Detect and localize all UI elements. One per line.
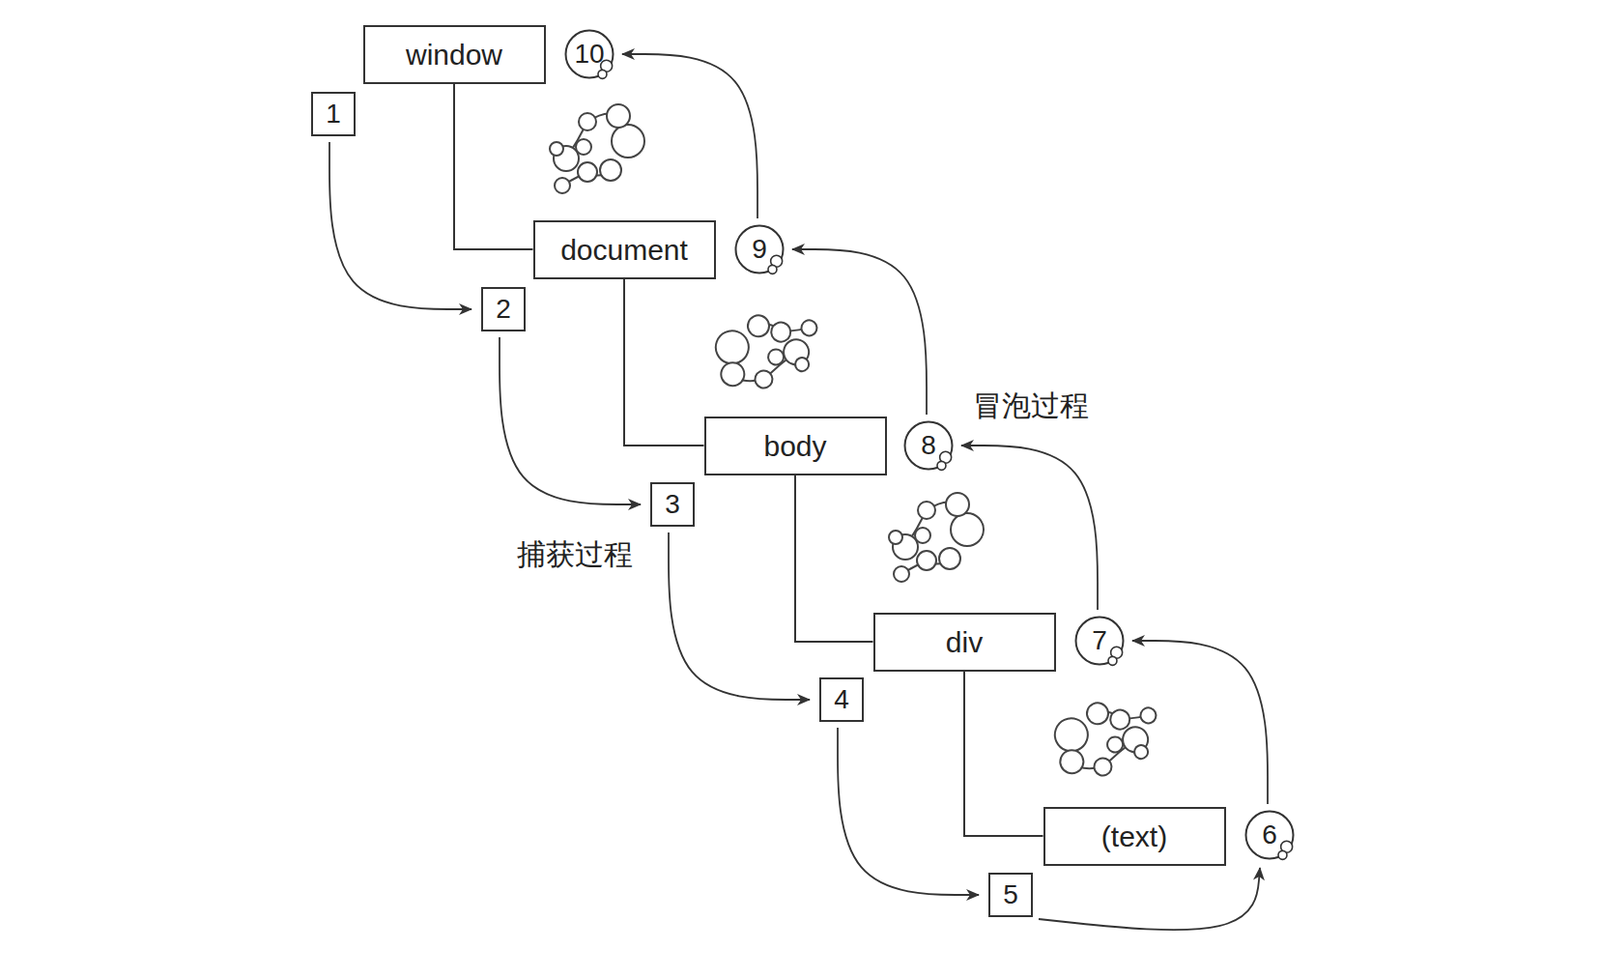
circle-border: [1076, 617, 1124, 665]
bubble-step-number: 6: [1244, 809, 1295, 860]
flow-arrow: [499, 337, 641, 505]
capture-step-number: 1: [311, 91, 356, 137]
step-number: 7: [1091, 626, 1108, 657]
capture-step-number: 3: [650, 482, 695, 527]
bubble-step-number: 7: [1074, 615, 1125, 666]
phase-label: 冒泡过程: [971, 389, 1091, 422]
node-label: div: [945, 626, 983, 658]
capture-step-number: 5: [988, 872, 1033, 917]
bubble-step-number: 10: [564, 28, 615, 80]
tree-line: [795, 475, 874, 643]
flow-arrow: [668, 532, 810, 700]
small-bubble: [598, 69, 607, 79]
molecule: [549, 104, 645, 194]
capture-step-number: 2: [481, 286, 526, 332]
small-bubble: [937, 460, 946, 470]
small-bubble: [1108, 656, 1117, 665]
circle-border: [566, 30, 614, 79]
step-number: 4: [833, 685, 850, 715]
tree-line: [454, 84, 534, 251]
flow-arrow: [1038, 867, 1260, 930]
circle-border: [1246, 811, 1294, 859]
node-label: document: [560, 233, 688, 266]
dom-node-box: document: [533, 220, 716, 280]
molecule: [704, 292, 825, 409]
step-number: 3: [664, 489, 681, 520]
step-number: 10: [573, 39, 604, 70]
flow-arrow: [837, 727, 979, 895]
dom-node-box: div: [873, 612, 1057, 672]
node-label: body: [763, 429, 827, 462]
dom-node-box: window: [363, 25, 546, 85]
step-number: 2: [495, 294, 512, 325]
phase-label: 捕获过程: [514, 538, 635, 571]
circle-border: [905, 422, 953, 470]
flow-arrow: [329, 142, 472, 310]
node-label: window: [405, 38, 503, 71]
bubble-step-number: 8: [903, 420, 954, 471]
flow-arrow: [961, 445, 1098, 610]
tree-line: [624, 279, 705, 447]
flow-arrow: [792, 249, 927, 415]
tree-line: [964, 671, 1044, 837]
bubble-step-number: 9: [734, 224, 785, 275]
dom-node-box: (text): [1043, 806, 1227, 866]
flow-arrow: [622, 54, 758, 219]
step-number: 5: [1002, 880, 1019, 911]
step-number: 8: [920, 430, 937, 461]
small-bubble: [768, 264, 777, 274]
flow-arrow: [1132, 640, 1268, 804]
small-bubble: [1278, 850, 1287, 859]
step-number: 1: [325, 99, 342, 130]
capture-step-number: 4: [819, 677, 864, 722]
step-number: 9: [751, 234, 768, 265]
molecule: [1043, 680, 1164, 797]
step-number: 6: [1261, 820, 1278, 851]
dom-node-box: body: [704, 416, 887, 476]
node-label: (text): [1101, 820, 1168, 853]
circle-border: [736, 226, 784, 274]
molecule: [888, 492, 984, 582]
